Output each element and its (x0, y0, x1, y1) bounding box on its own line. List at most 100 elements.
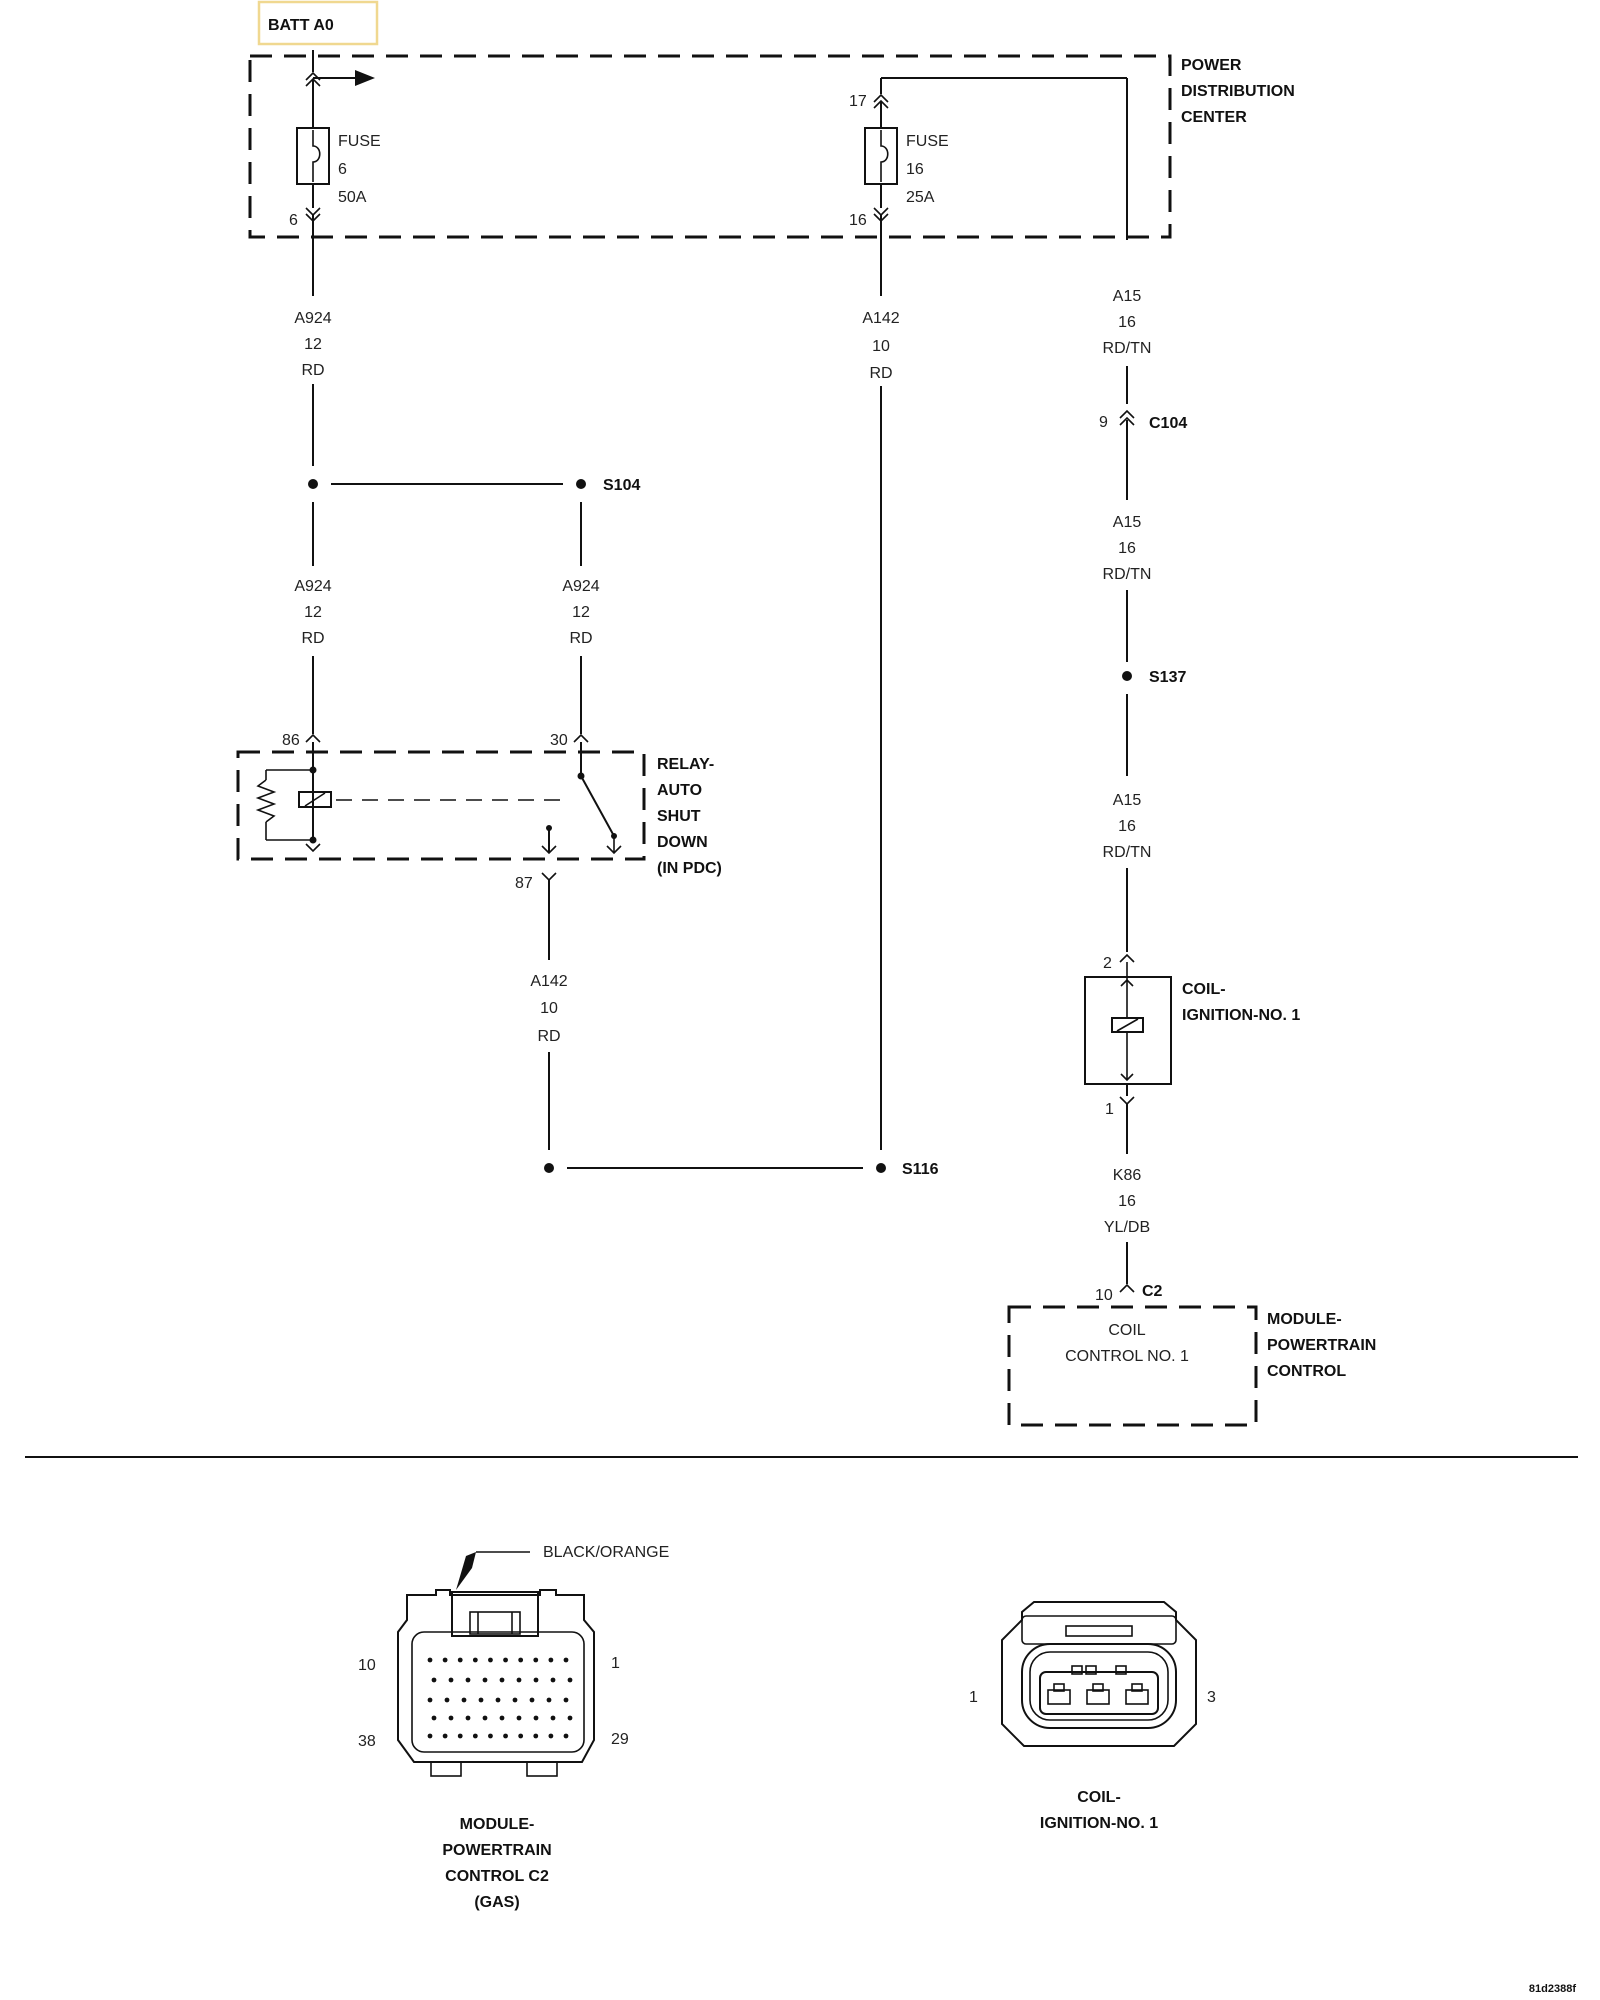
fuse-16-number: 16 (906, 161, 924, 178)
wire-a924-left-circuit: A924 (294, 578, 331, 595)
pcm-pin-cavity (503, 1733, 508, 1739)
pcm-pin-cavity (550, 1715, 556, 1721)
wire-a924-left-gauge: 12 (304, 604, 322, 621)
c2-pin: 10 (1095, 1287, 1113, 1304)
coil-connector-insert (1039, 1671, 1159, 1715)
coil-pin-2: 2 (1103, 955, 1112, 972)
relay-pin-86-connector (305, 733, 321, 743)
wire-a924-left-color: RD (301, 630, 324, 647)
pcm-pin-cavity (563, 1733, 569, 1739)
pcm-connector-color-label: BLACK/ORANGE (543, 1544, 669, 1561)
c2-label: C2 (1142, 1283, 1163, 1300)
pcm-pin-cavity (431, 1715, 437, 1721)
coil-connector-pin-1: 1 (969, 1689, 978, 1706)
coil-pin-1-connector (1119, 1096, 1135, 1106)
pcm-connector-title-4: (GAS) (474, 1894, 519, 1911)
c104-connector (1119, 409, 1135, 419)
pcm-pin-cavity (482, 1715, 488, 1721)
pcm-pin-cavity (533, 1657, 539, 1663)
pcm-pin-cavity (546, 1697, 552, 1703)
pcm-pin-cavity (472, 1657, 478, 1663)
fuse-16-rating: 25A (906, 189, 935, 206)
pdc-label-1: POWER (1181, 57, 1242, 74)
wire-a15-1-gauge: 16 (1118, 314, 1136, 331)
fuse-6-pin: 6 (289, 212, 298, 229)
pcm-pin-cavity (499, 1677, 505, 1683)
wire-a924-right-circuit: A924 (562, 578, 599, 595)
pcm-pin-cavity (533, 1733, 539, 1739)
pcm-pin-cavity (482, 1677, 488, 1683)
wire-a15-2-color: RD/TN (1103, 566, 1152, 583)
pcm-connector-shell (397, 1589, 595, 1763)
coil-label-1: COIL- (1182, 981, 1226, 998)
pcm-pin-cavity (448, 1677, 454, 1683)
wire-k86-circuit: K86 (1113, 1167, 1142, 1184)
pcm-outline (1007, 1305, 1258, 1427)
batt-box (257, 0, 379, 46)
coil-connector-title-1: COIL- (1077, 1789, 1121, 1806)
wire-k86-gauge: 16 (1118, 1193, 1136, 1210)
pcm-connector-face (411, 1631, 585, 1753)
relay-internal (255, 742, 622, 855)
pcm-pin-cavity (431, 1677, 437, 1683)
pcm-function-2: CONTROL NO. 1 (1065, 1348, 1189, 1365)
wire-a142-bottom-gauge: 10 (540, 1000, 558, 1017)
pcm-pin-cavity (518, 1733, 524, 1739)
fuse-6-label: FUSE (338, 133, 381, 150)
relay-label-3: SHUT (657, 808, 701, 825)
splice-s104-dot (576, 479, 586, 489)
fuse-16-label: FUSE (906, 133, 949, 150)
pcm-connector-pin-1: 1 (611, 1655, 620, 1672)
relay-pin-87: 87 (515, 875, 533, 892)
pcm-pin-cavity (457, 1657, 463, 1663)
relay-label-4: DOWN (657, 834, 708, 851)
feed-arrow-icon (355, 70, 375, 86)
coil-label-2: IGNITION-NO. 1 (1182, 1007, 1300, 1024)
coil-connector-cavities (1047, 1683, 1149, 1705)
relay-coil-icon (298, 791, 332, 808)
splice-s104-label: S104 (603, 477, 640, 494)
relay-pin-86: 86 (282, 732, 300, 749)
pcm-pin-cavity (516, 1677, 522, 1683)
pcm-connector-title-3: CONTROL C2 (445, 1868, 549, 1885)
fuse-6-rating: 50A (338, 189, 367, 206)
pcm-pin-cavity (529, 1697, 535, 1703)
splice-s137-label: S137 (1149, 669, 1186, 686)
pdc-outline (248, 54, 1172, 239)
fuse-16-element-icon (880, 130, 889, 182)
pcm-pin-cavity (444, 1697, 450, 1703)
pcm-pin-cavity (488, 1657, 493, 1663)
wire-a142-bottom-color: RD (537, 1028, 560, 1045)
pdc-label-2: DISTRIBUTION (1181, 83, 1295, 100)
wire-a924-top-circuit: A924 (294, 310, 331, 327)
pcm-label-2: POWERTRAIN (1267, 1337, 1376, 1354)
wire-k86-color: YL/DB (1104, 1219, 1150, 1236)
pcm-pin-cavity (465, 1677, 471, 1683)
pcm-pin-cavity (427, 1697, 433, 1703)
fuse-16-pin-top: 17 (849, 93, 867, 110)
pcm-pin-cavity (472, 1733, 478, 1739)
wire-a924-top-color: RD (301, 362, 324, 379)
fuse-6 (296, 50, 375, 296)
wire-a142-right-circuit: A142 (862, 310, 899, 327)
splice-s116-dot (876, 1163, 886, 1173)
relay-label-2: AUTO (657, 782, 702, 799)
coil-connector-latch (1021, 1615, 1177, 1645)
coil-connector-title-2: IGNITION-NO. 1 (1040, 1815, 1158, 1832)
wire-a15-3-circuit: A15 (1113, 792, 1142, 809)
relay-resistor-icon (255, 779, 277, 823)
relay-pin-30: 30 (550, 732, 568, 749)
fuse-6-element-icon (312, 130, 321, 182)
pcm-pin-cavity (448, 1715, 454, 1721)
pcm-pin-cavity (548, 1657, 554, 1663)
coil-connector-shell (1001, 1601, 1197, 1747)
pcm-connector-tab-left (430, 1761, 462, 1777)
wire-a924-right-gauge: 12 (572, 604, 590, 621)
pcm-connector-pin-29: 29 (611, 1731, 629, 1748)
pcm-pin-cavity (518, 1657, 524, 1663)
fuse-16-pin-bottom: 16 (849, 212, 867, 229)
pcm-pin-cavity (495, 1697, 501, 1703)
pcm-pin-cavity (533, 1715, 539, 1721)
pcm-pin-cavity (548, 1733, 554, 1739)
